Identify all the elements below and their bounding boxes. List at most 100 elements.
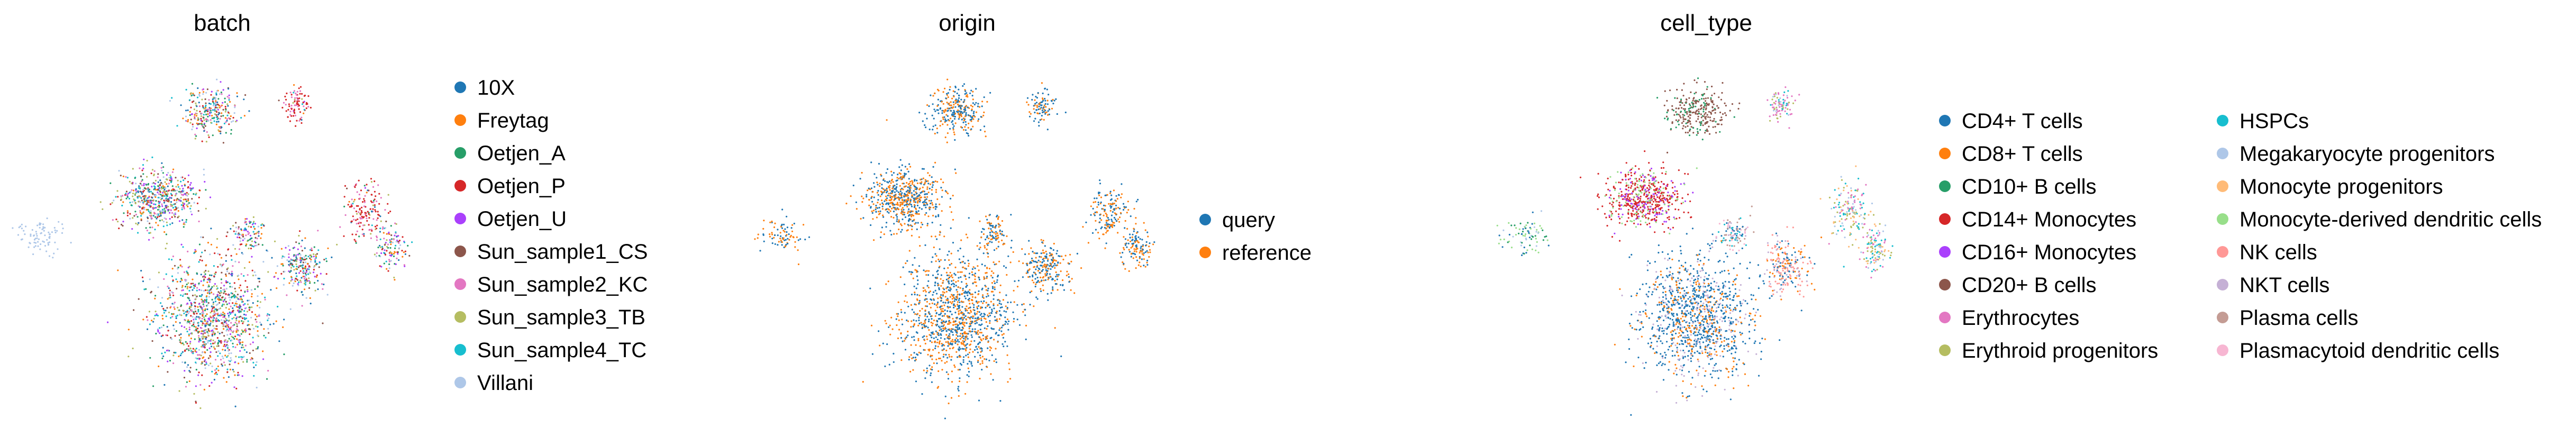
scatter-point [963,313,965,315]
scatter-point [1044,275,1046,277]
scatter-point [940,274,942,276]
scatter-point [944,87,946,89]
scatter-point [242,341,244,343]
scatter-point [376,219,378,221]
scatter-point [1035,268,1037,270]
scatter-point [950,117,952,120]
scatter-point [256,361,258,364]
scatter-point [926,370,929,372]
scatter-point [998,318,1000,320]
scatter-point [928,319,930,321]
scatter-point [971,296,973,298]
scatter-point [939,296,942,298]
scatter-point [942,307,944,310]
scatter-point [384,244,386,246]
scatter-point [932,204,934,206]
scatter-point [281,257,283,259]
scatter-point [193,312,195,314]
scatter-point [207,330,210,332]
scatter-point [363,185,366,187]
scatter-point [234,335,236,338]
scatter-point [918,294,921,297]
scatter-point [940,300,942,302]
scatter-point [932,256,934,258]
scatter-point [313,271,315,274]
scatter-point [932,294,934,296]
scatter-point [225,273,227,276]
scatter-point [924,124,926,126]
scatter-point [924,309,926,312]
scatter-point [983,300,985,302]
scatter-point [153,317,155,320]
scatter-point [375,195,377,197]
scatter-point [194,284,196,286]
scatter-point [157,176,159,178]
scatter-point [955,331,957,333]
scatter-point [210,323,212,325]
scatter-point [174,206,177,208]
scatter-point [969,92,971,94]
scatter-point [931,355,933,357]
scatter-point [163,231,166,233]
scatter-point [242,322,244,324]
scatter-point [188,370,190,372]
scatter-point [983,125,986,128]
scatter-point [999,284,1002,286]
scatter-point [985,318,987,320]
scatter-point [922,201,924,204]
scatter-point [61,223,63,225]
scatter-point [259,306,261,309]
scatter-point [970,310,972,312]
scatter-point [361,211,363,213]
scatter-point [881,226,883,229]
scatter-point [937,98,939,101]
scatter-point [925,212,927,214]
scatter-point [878,162,880,165]
scatter-point [885,195,887,197]
scatter-point [959,248,961,250]
scatter-point [884,189,886,192]
scatter-point [955,337,958,339]
scatter-point [212,315,214,317]
scatter-point [190,302,192,304]
scatter-point [181,206,183,209]
scatter-point [201,324,203,326]
scatter-point [372,186,375,188]
scatter-point [948,343,950,346]
scatter-point [314,276,316,278]
scatter-point [951,343,953,346]
scatter-point [361,206,363,208]
scatter-point [879,195,881,197]
scatter-point [364,187,367,189]
scatter-point [204,319,206,321]
scatter-point [142,280,144,283]
scatter-point [948,315,950,317]
scatter-point [967,367,969,369]
scatter-point [151,202,153,204]
scatter-point [360,189,362,192]
scatter-point [42,240,44,242]
scatter-point [395,263,397,265]
scatter-point [977,265,979,267]
scatter-point [981,288,983,290]
scatter-point [946,193,949,195]
scatter-point [949,86,951,88]
scatter-point [239,343,241,345]
scatter-point [951,328,953,330]
scatter-point [916,197,918,199]
scatter-point [374,190,376,193]
legend-item: Sun_sample3_TB [454,306,645,329]
scatter-point [868,187,870,189]
scatter-point [374,209,376,211]
scatter-point [240,296,242,298]
scatter-point [177,216,179,219]
scatter-point [253,271,256,273]
scatter-point [170,203,172,205]
scatter-point [212,109,214,111]
scatter-point [180,304,183,306]
scatter-point [961,261,963,263]
scatter-point [160,194,162,196]
scatter-point [359,216,361,219]
scatter-point [390,238,393,240]
scatter-point [267,313,269,315]
